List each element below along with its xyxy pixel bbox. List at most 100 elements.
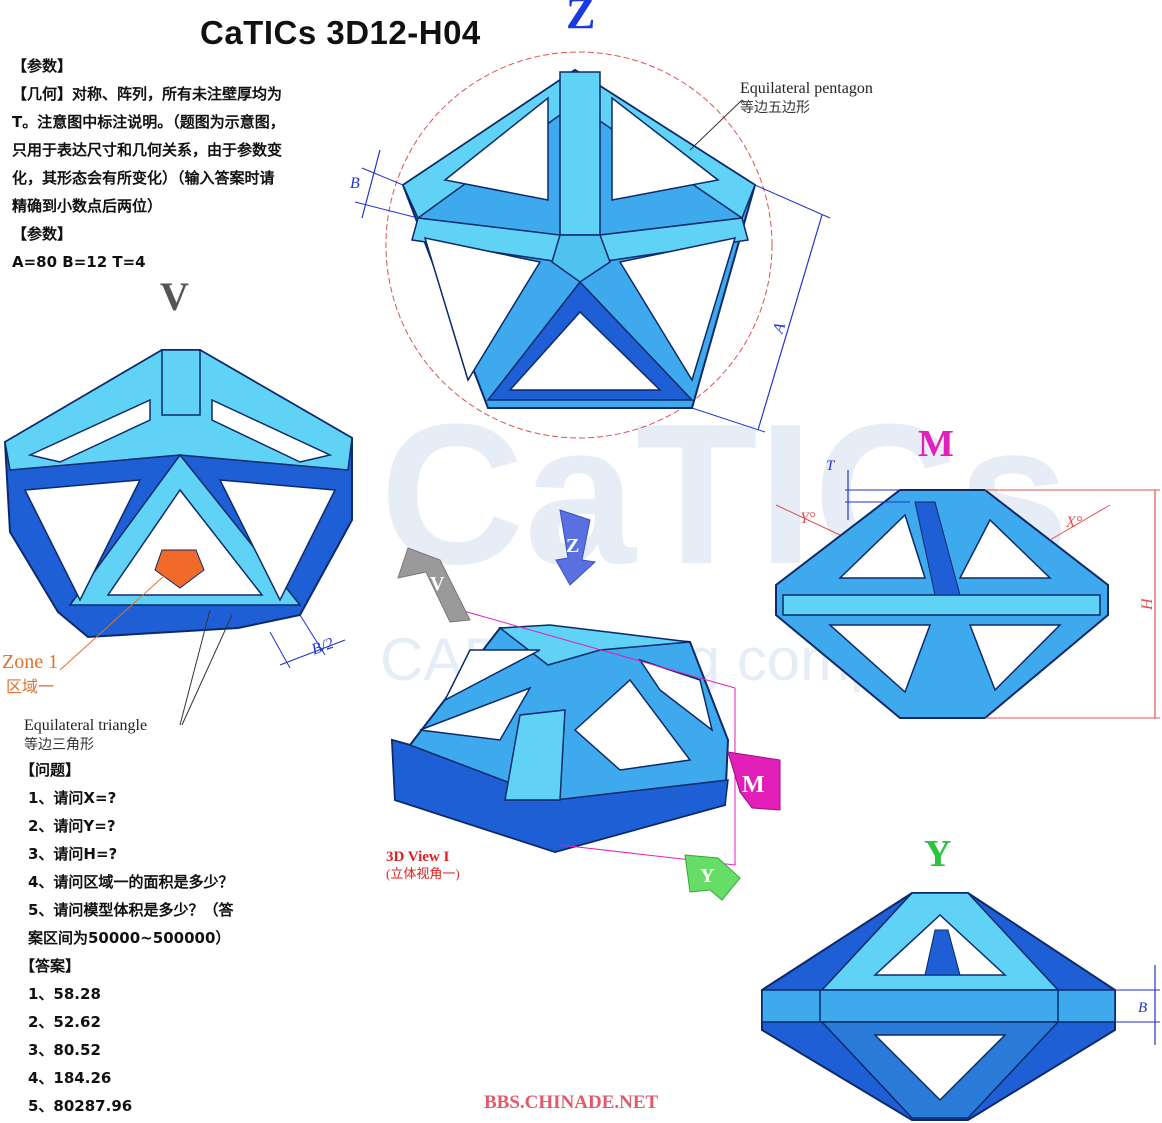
view3d-label-en: 3D View I — [386, 849, 449, 865]
questions-heading: 【问题】 — [20, 761, 81, 779]
dim-b-label: B — [350, 175, 360, 192]
dim-b-side-label: B — [1138, 1000, 1147, 1016]
zone-label-en: Zone 1 — [2, 651, 58, 673]
params-block: 【参数】 【几何】对称、阵列，所有未注壁厚均为 T。注意图中标注说明。（题图为示… — [12, 52, 312, 276]
view-label-y: Y — [924, 833, 951, 875]
question-item: 1、请问X=? — [28, 789, 117, 807]
y-middle-band — [761, 989, 1116, 1023]
m-middle-band — [782, 594, 1101, 616]
rib-center — [551, 234, 611, 283]
triangle-leader-1 — [179, 609, 211, 726]
questions-block: 【问题】 1、请问X=? 2、请问Y=? 3、请问H=? 4、请问区域一的面积是… — [20, 756, 268, 1120]
arrow-m-icon — [727, 751, 781, 811]
question-item: 3、请问H=? — [28, 845, 118, 863]
zone-label-cn: 区域一 — [6, 678, 54, 696]
view-y: Y B — [761, 833, 1160, 1121]
params-desc-line: 化，其形态会有所变化）（输入答案时请 — [12, 169, 275, 187]
dim-a-ext-1 — [754, 184, 831, 219]
view3d-label-cn: (立体视角一) — [386, 866, 460, 881]
v-opening-right — [218, 479, 337, 602]
iso-opening-4 — [638, 658, 714, 732]
params-heading: 【参数】 — [12, 57, 73, 75]
opening-lower-right — [618, 237, 737, 382]
dim-x-arc — [1049, 504, 1111, 541]
params-desc-line: 精确到小数点后两位） — [12, 197, 163, 215]
view-m: M H T Y° X° — [775, 423, 1160, 719]
opening-upper-left — [443, 96, 549, 201]
v-opening-ul — [27, 398, 151, 463]
zone-leader — [59, 574, 166, 671]
dim-b2-label: B/2 — [309, 635, 336, 659]
answer-item: 4、184.26 — [28, 1069, 112, 1087]
answer-item: 1、58.28 — [28, 985, 101, 1003]
params-desc-line: T。注意图中标注说明。（题图为示意图， — [12, 113, 285, 131]
iso-opening-3 — [573, 678, 692, 771]
dim-b-line — [361, 149, 381, 219]
zone-1-area — [154, 549, 205, 589]
dim-y-arc — [775, 504, 841, 536]
v-opening-left — [23, 479, 142, 602]
dim-h-label: H — [1139, 597, 1156, 611]
v-triangle-opening — [106, 488, 264, 596]
arrow-m-label: M — [742, 772, 765, 798]
triangle-label-en: Equilateral triangle — [24, 717, 147, 734]
view-label-z: Z — [566, 0, 595, 38]
page-title: CaTICs 3D12-H04 — [200, 14, 481, 51]
dim-b-ext-1 — [361, 167, 404, 186]
answer-item: 2、52.62 — [28, 1013, 101, 1031]
top-view-z: Z A B Equilateral pentagon 等边五边形 — [350, 0, 873, 439]
lower-triangle-opening — [508, 310, 662, 391]
m-opening-ur — [958, 518, 1052, 579]
y-lower-opening — [873, 1034, 1007, 1102]
answer-item: 3、80.52 — [28, 1041, 101, 1059]
pentagon-leader — [689, 99, 743, 151]
footer-site: BBS.CHINADE.NET — [484, 1092, 659, 1113]
dim-x-label: X° — [1065, 514, 1083, 531]
params-desc-line: 【几何】对称、阵列，所有未注壁厚均为 — [12, 85, 283, 103]
question-item: 2、请问Y=? — [28, 817, 116, 835]
m-opening-ul — [838, 513, 927, 579]
iso-opening-2 — [443, 649, 541, 702]
m-opening-ll — [828, 624, 932, 694]
v-opening-ur — [211, 398, 333, 463]
dim-b2-ext-2 — [299, 614, 326, 656]
v-rib-top — [161, 349, 201, 416]
opening-upper-right — [611, 96, 720, 201]
params-heading-2: 【参数】 — [12, 225, 73, 243]
answers-heading: 【答案】 — [20, 957, 81, 975]
question-item: 5、请问模型体积是多少？（答 — [28, 901, 234, 919]
dim-y-label: Y° — [800, 510, 816, 527]
rib-top — [559, 71, 601, 236]
dim-b2-line — [279, 639, 346, 666]
arrow-z-icon — [555, 509, 597, 586]
dim-a-ext-2 — [691, 407, 766, 433]
view-label-m: M — [918, 423, 954, 465]
arrow-z-label: Z — [566, 535, 579, 557]
params-desc-line: 只用于表达尺寸和几何关系，由于参数变 — [12, 141, 283, 159]
circumscribed-circle — [385, 51, 773, 439]
m-rib-dark — [914, 501, 961, 596]
iso-rib — [504, 709, 566, 801]
arrow-v-label: V — [430, 573, 445, 595]
view-label-v: V — [160, 274, 189, 319]
dim-a-line — [757, 214, 823, 431]
pentagon-label-cn: 等边五边形 — [740, 99, 810, 116]
triangle-leader-2 — [181, 614, 233, 726]
arrow-y-icon — [684, 854, 741, 901]
params-values: A=80 B=12 T=4 — [12, 253, 146, 271]
question-item: 4、请问区域一的面积是多少？ — [28, 873, 234, 891]
view-v: V B/2 Zone 1 区域一 Equilateral triangle 等边… — [2, 274, 353, 753]
m-opening-lr — [968, 624, 1062, 692]
iso-opening-1 — [419, 686, 532, 741]
question-item: 案区间为50000~500000） — [28, 929, 231, 947]
iso-base — [391, 738, 729, 853]
arrow-v-icon — [397, 547, 471, 623]
triangle-label-cn: 等边三角形 — [24, 736, 94, 753]
opening-lower-left — [423, 237, 542, 382]
answer-item: 5、80287.96 — [28, 1097, 133, 1115]
arrow-y-label: Y — [700, 865, 715, 887]
pentagon-label-en: Equilateral pentagon — [740, 80, 873, 97]
dim-a-label: A — [770, 321, 790, 337]
dim-t-label: T — [826, 458, 836, 474]
